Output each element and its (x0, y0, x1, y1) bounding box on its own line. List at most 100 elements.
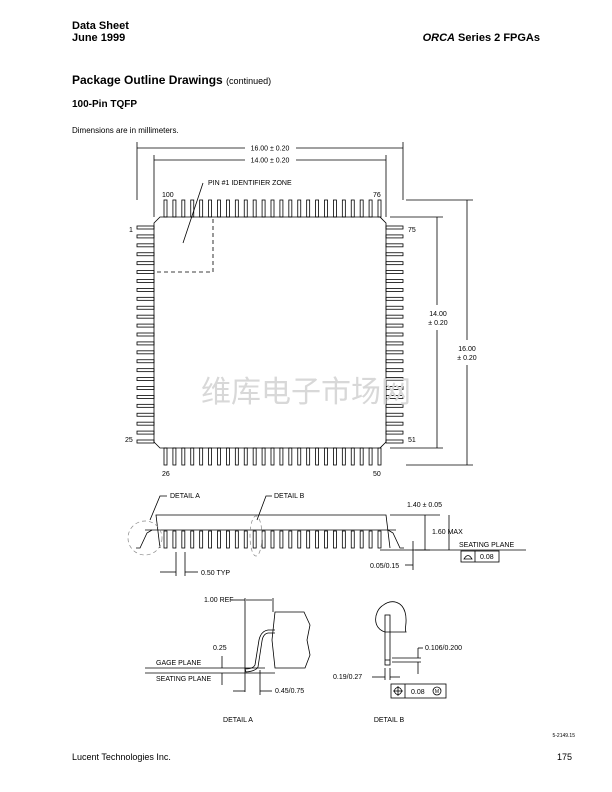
pin (288, 199, 293, 218)
pin (297, 199, 302, 218)
dim-body-height-value: 14.00 (429, 311, 447, 318)
side-lead (252, 530, 257, 549)
section-title: Package Outline Drawings (continued) (72, 73, 271, 87)
pin (385, 430, 404, 435)
pin (136, 270, 155, 274)
pin (385, 305, 404, 310)
header-product-brand: ORCA (422, 32, 455, 44)
detail-a-gage-plane: GAGE PLANE (156, 660, 201, 667)
side-lead (288, 530, 293, 549)
pin (385, 368, 404, 373)
pin (163, 199, 168, 218)
pin (136, 368, 155, 373)
dim-body-thickness: 1.40 ± 0.05 (407, 502, 442, 509)
pin (208, 199, 212, 218)
pin (181, 199, 186, 218)
pin (136, 261, 155, 266)
pin (315, 199, 319, 218)
pin (261, 447, 266, 466)
coplanarity-frame (460, 550, 500, 563)
pin (136, 430, 155, 435)
pin1-zone-label: PIN #1 IDENTIFIER ZONE (208, 180, 292, 187)
detail-a-body (271, 611, 311, 669)
detail-b-width: 0.19/0.27 (333, 674, 362, 681)
side-lead (333, 530, 337, 549)
pin (136, 359, 155, 364)
pin (385, 350, 404, 355)
side-lead-array (163, 530, 382, 549)
pin (136, 305, 155, 310)
detail-a-caption: DETAIL A (223, 717, 253, 724)
detail-b-marker (249, 515, 263, 557)
pin (172, 199, 177, 218)
detail-a-lead (244, 629, 275, 673)
pin (306, 199, 311, 218)
pin (368, 447, 373, 466)
side-lead (359, 530, 364, 549)
pin (136, 234, 155, 239)
pin (315, 447, 319, 466)
pin-array (136, 199, 404, 466)
detail-b-caption: DETAIL B (374, 717, 405, 724)
pin (163, 447, 168, 466)
pin (385, 243, 404, 248)
pin (350, 447, 355, 466)
pin1-zone-outline (156, 219, 214, 273)
dim-outer-height-value: 16.00 (458, 346, 476, 353)
header-doc-type: Data Sheet (72, 20, 129, 32)
pin-label-51: 51 (408, 437, 416, 444)
pin (297, 447, 302, 466)
pin (306, 447, 311, 466)
detail-a-ref: 1.00 REF (204, 597, 234, 604)
pin (279, 447, 284, 466)
pin (136, 314, 155, 319)
pin (252, 447, 257, 466)
side-lead (270, 530, 275, 549)
detail-a-foot: 0.45/0.75 (275, 688, 304, 695)
side-lead (181, 530, 186, 549)
pin (136, 395, 155, 399)
header-product: ORCA Series 2 FPGAs (423, 32, 540, 44)
pin (136, 421, 155, 426)
pin (270, 199, 275, 218)
dim-body-width: 14.00 ± 0.20 (251, 158, 290, 165)
pin-label-50: 50 (373, 471, 381, 478)
package-body-side (155, 514, 391, 549)
pin (368, 199, 373, 218)
detail-b-body (375, 601, 407, 633)
pin (333, 199, 337, 218)
pin (136, 296, 155, 301)
side-seating-plane: SEATING PLANE (459, 542, 514, 549)
pin (385, 323, 404, 328)
pin (136, 225, 155, 230)
pin (234, 199, 239, 218)
pin-label-25: 25 (125, 437, 133, 444)
side-lead (306, 530, 311, 549)
profile-surface-icon (463, 555, 473, 560)
pin (252, 199, 257, 218)
side-lead (324, 530, 328, 549)
pin (359, 447, 364, 466)
dim-pitch: 0.50 TYP (201, 570, 230, 577)
pin (136, 332, 155, 337)
pin (324, 447, 328, 466)
pin-label-100: 100 (162, 192, 174, 199)
pin (377, 199, 382, 218)
side-lead (163, 530, 168, 549)
pin (136, 341, 155, 346)
package-body-top (153, 216, 387, 449)
side-lead (199, 530, 204, 549)
dim-outer-width: 16.00 ± 0.20 (251, 146, 290, 153)
side-lead (226, 530, 230, 549)
pin (136, 279, 155, 283)
pin (377, 447, 382, 466)
detail-b-modifier: M (435, 689, 439, 695)
pin (385, 332, 404, 337)
pin (385, 314, 404, 319)
pin (136, 350, 155, 355)
pin (385, 341, 404, 346)
pin (385, 439, 404, 444)
side-detail-b: DETAIL B (274, 493, 305, 500)
pin-label-75: 75 (408, 227, 416, 234)
